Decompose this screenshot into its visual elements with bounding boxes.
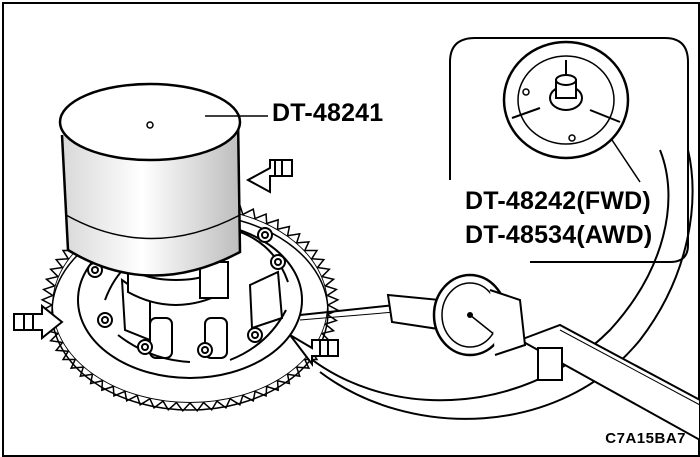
gear-tooth xyxy=(203,400,218,412)
gear-tooth xyxy=(304,249,319,260)
adapter-inset xyxy=(449,37,689,263)
gear-tooth xyxy=(242,208,256,219)
gear-tooth xyxy=(136,395,151,406)
gear-tooth xyxy=(149,398,164,409)
gear-tooth xyxy=(242,391,256,402)
gear-tooth xyxy=(41,285,55,297)
gear-tooth xyxy=(325,285,339,297)
gear-tooth xyxy=(327,304,340,316)
support-rail xyxy=(517,323,700,442)
bolt-holes xyxy=(87,227,286,358)
gear-tooth xyxy=(175,402,191,413)
push-arrow-left xyxy=(13,303,64,341)
gear-tooth xyxy=(317,266,331,278)
gear-tooth xyxy=(266,380,279,392)
dial-indicator-icon xyxy=(299,273,527,357)
gear-tooth xyxy=(296,241,311,251)
callout-fwd-tool: DT-48242(FWD) xyxy=(465,187,651,215)
gear-tooth xyxy=(277,225,291,236)
gear-tooth xyxy=(162,400,177,412)
gear-tooth xyxy=(101,380,114,392)
gear-tooth xyxy=(54,258,69,268)
gear-tooth xyxy=(49,266,63,278)
figure-code: C7A15BA7 xyxy=(605,430,686,447)
callout-main-tool: DT-48241 xyxy=(272,99,384,127)
gear-tooth xyxy=(44,275,59,287)
gear-tooth xyxy=(327,294,340,306)
gear-tooth xyxy=(61,350,76,361)
gear-tooth xyxy=(287,232,301,244)
gear-tooth xyxy=(216,398,231,409)
gear-tooth xyxy=(321,275,336,287)
push-arrow-right xyxy=(289,334,339,367)
gear-tooth xyxy=(254,386,268,398)
push-arrow-icon xyxy=(13,159,339,367)
gear-tooth xyxy=(112,386,126,398)
gear-tooth xyxy=(266,218,279,230)
gear-tooth xyxy=(254,212,268,224)
gear-tooth xyxy=(40,294,53,306)
gear-tooth xyxy=(189,402,205,413)
gear-tooth xyxy=(229,395,244,406)
push-arrow-upper xyxy=(245,159,293,194)
gear-tooth xyxy=(311,258,326,268)
tool-drum xyxy=(58,82,242,277)
callout-awd-tool: DT-48534(AWD) xyxy=(465,221,653,249)
gear-tooth xyxy=(124,391,138,402)
